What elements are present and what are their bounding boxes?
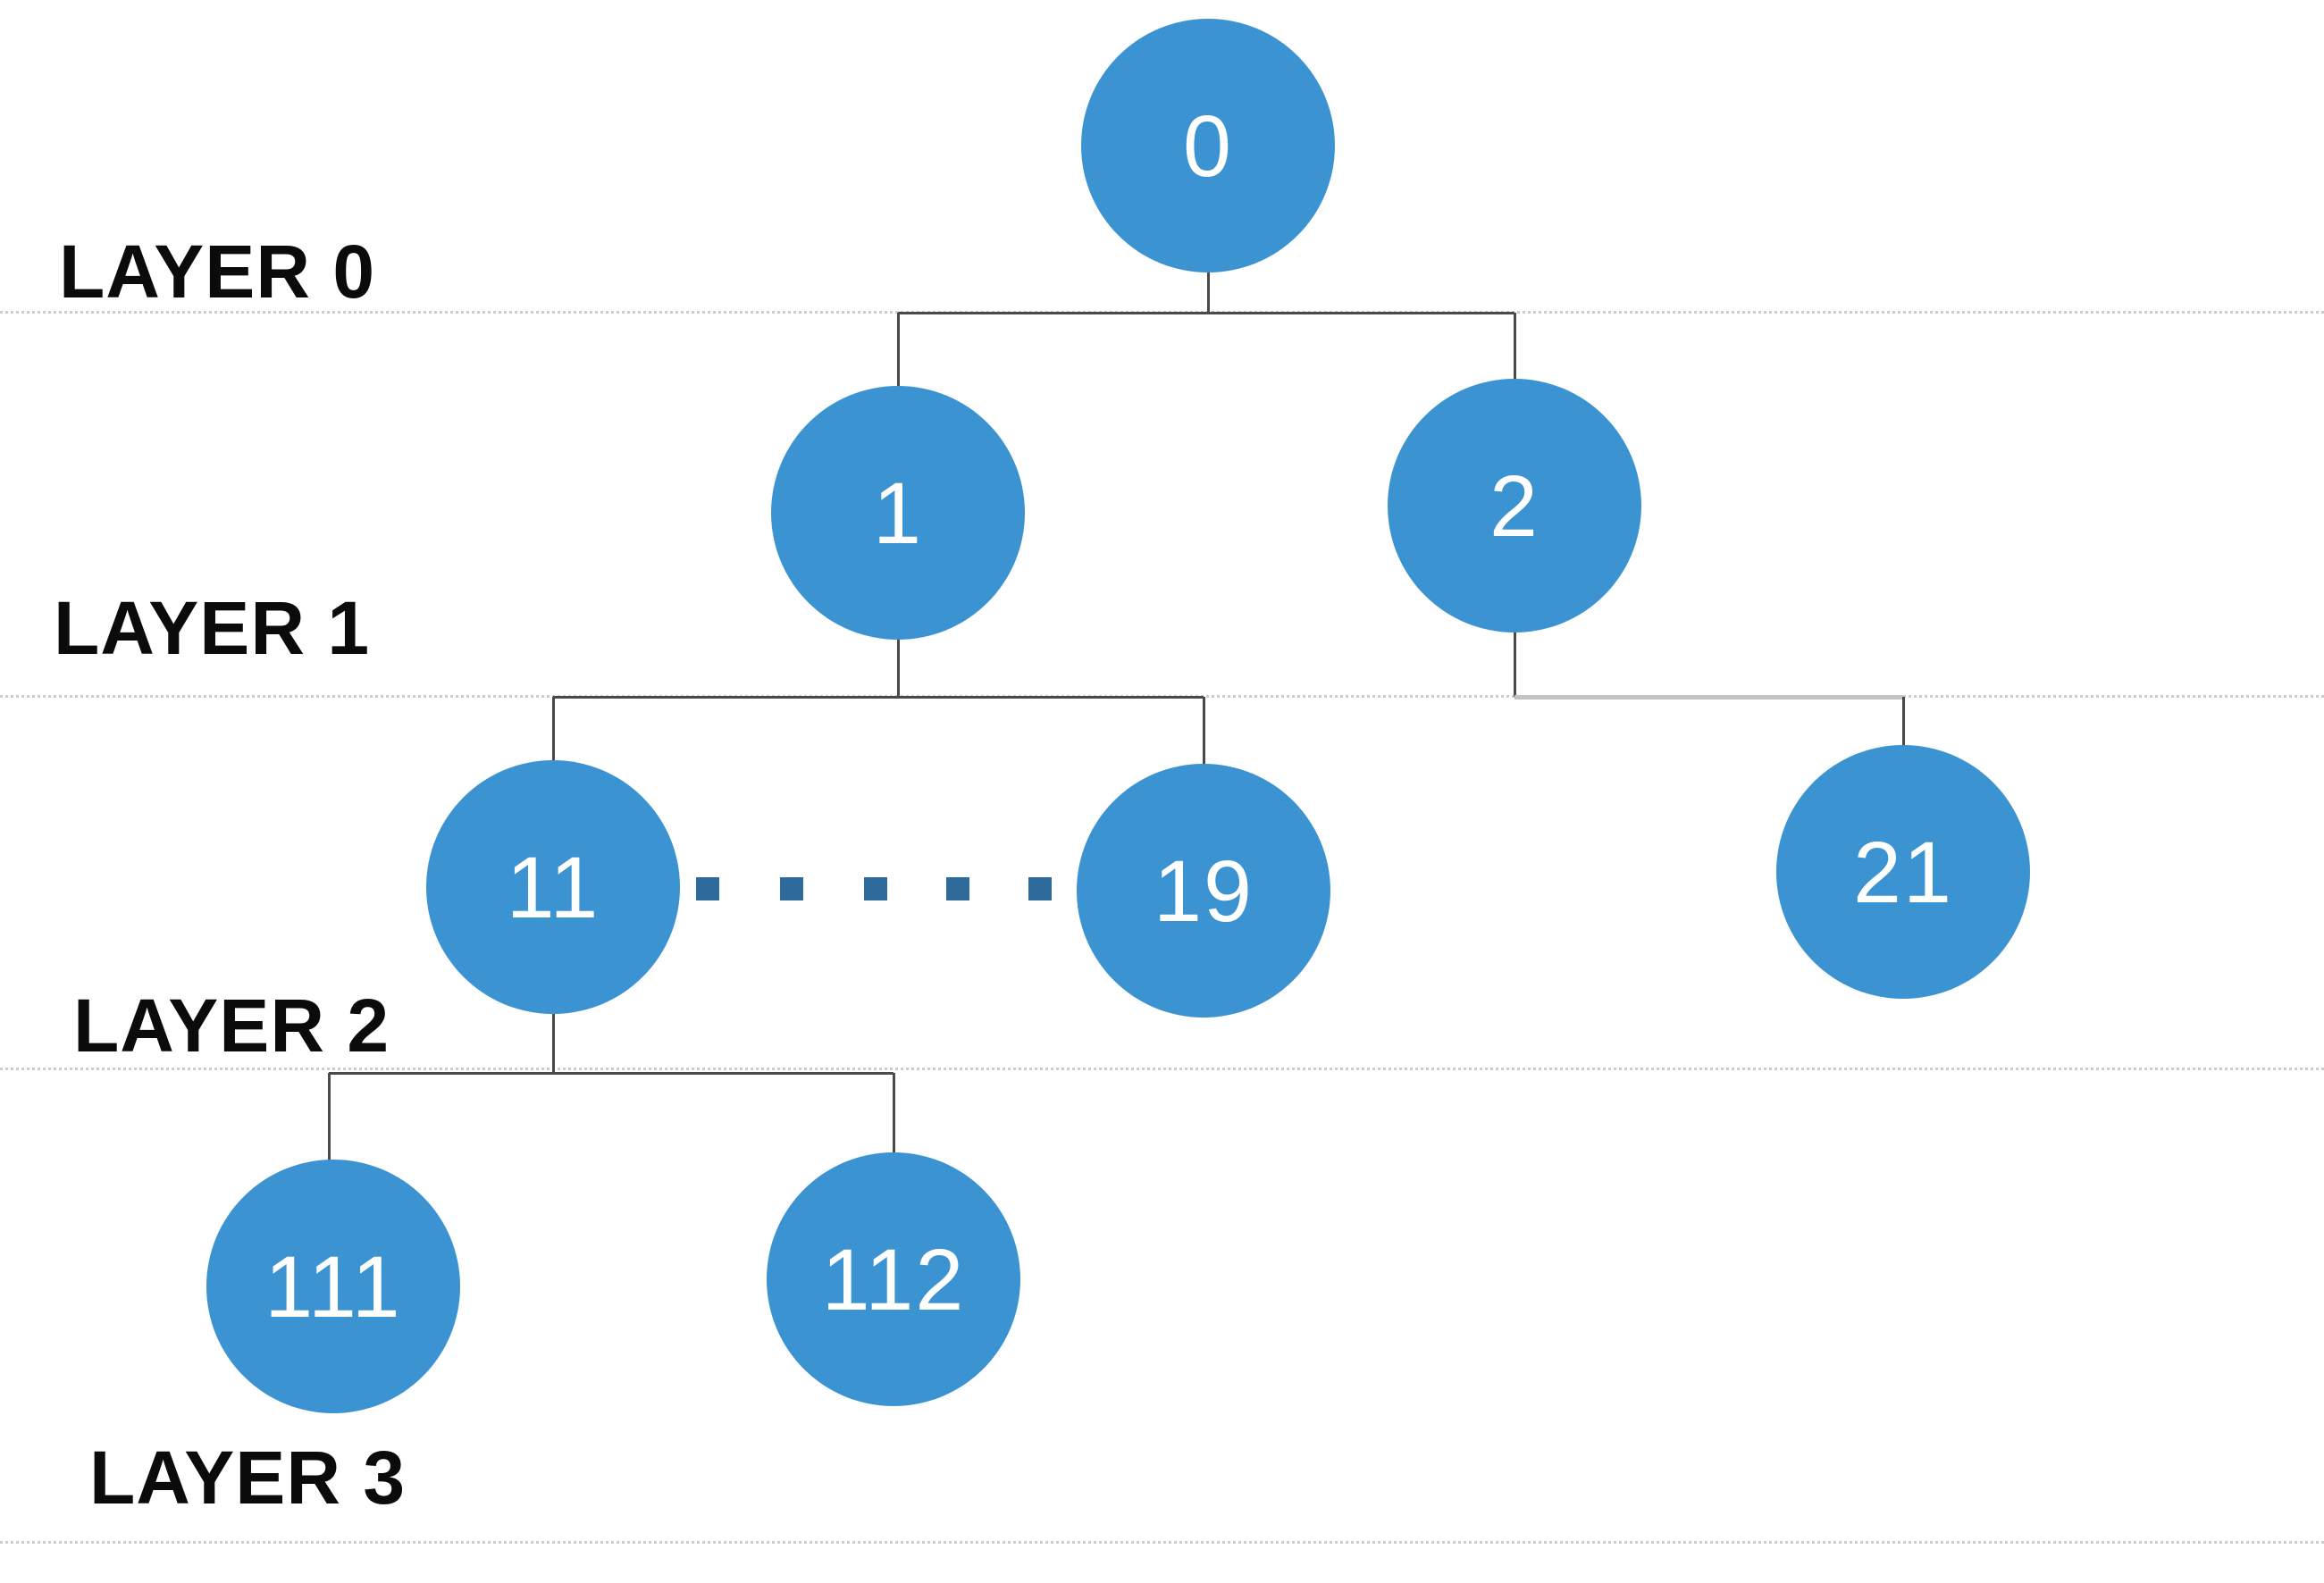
tree-node-label: 112 <box>821 1230 966 1328</box>
edge-segment <box>329 1072 894 1075</box>
ellipsis-dot <box>1028 877 1052 900</box>
tree-node-112: 112 <box>767 1152 1020 1406</box>
tree-node-label: 2 <box>1489 456 1540 555</box>
edge-segment <box>553 696 1204 699</box>
tree-node-111: 111 <box>206 1160 460 1413</box>
tree-node-19: 19 <box>1077 764 1330 1018</box>
edge-segment <box>1514 313 1516 381</box>
edge-segment <box>328 1073 331 1161</box>
edge-segment <box>552 697 555 762</box>
tree-node-label: 111 <box>264 1237 402 1336</box>
edge-segment <box>1514 632 1516 697</box>
layer-label-2: LAYER 2 <box>73 984 390 1068</box>
tree-node-label: 11 <box>506 838 600 936</box>
tree-node-0: 0 <box>1081 19 1335 272</box>
edge-segment <box>898 312 1514 314</box>
layer-separator-3 <box>0 1541 2324 1544</box>
tree-node-label: 21 <box>1853 823 1953 921</box>
tree-node-label: 1 <box>873 464 923 562</box>
edge-segment <box>1902 697 1905 747</box>
edge-segment <box>897 313 900 388</box>
edge-segment <box>893 1073 895 1154</box>
tree-node-11: 11 <box>426 760 680 1014</box>
edge-segment <box>552 1014 555 1073</box>
layer-separator-2 <box>0 1068 2324 1070</box>
layer-label-0: LAYER 0 <box>59 230 376 314</box>
edge-segment <box>1207 272 1210 313</box>
layer-label-1: LAYER 1 <box>54 586 371 670</box>
tree-node-21: 21 <box>1776 745 2030 999</box>
edge-segment <box>1203 697 1205 766</box>
tree-node-label: 0 <box>1183 96 1233 195</box>
tree-node-1: 1 <box>771 386 1025 640</box>
ellipsis-dot <box>696 877 719 900</box>
edge-segment <box>897 640 900 697</box>
edge-segment <box>1514 695 1903 699</box>
tree-node-2: 2 <box>1388 379 1641 632</box>
ellipsis-dot <box>780 877 803 900</box>
ellipsis-dot <box>946 877 969 900</box>
tree-node-label: 19 <box>1154 842 1254 940</box>
ellipsis-dot <box>864 877 887 900</box>
layer-label-3: LAYER 3 <box>89 1436 407 1520</box>
